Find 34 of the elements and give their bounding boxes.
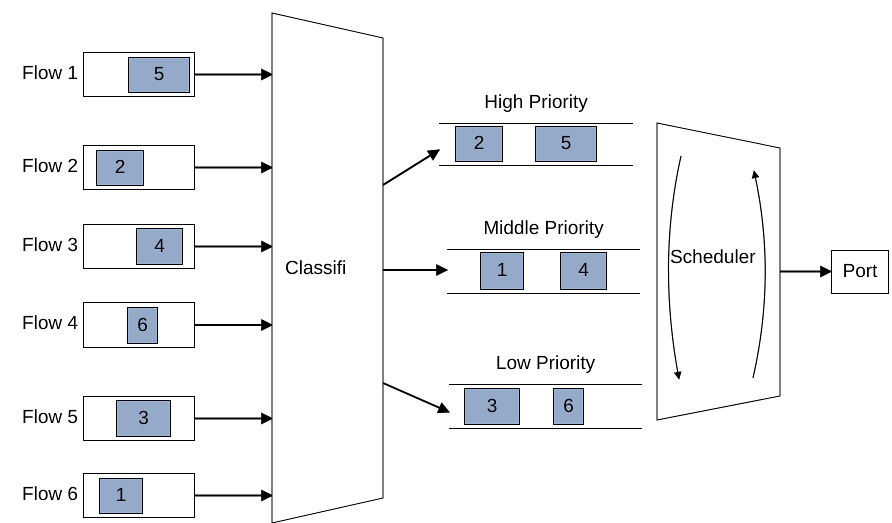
flow-label: Flow 6 — [22, 484, 78, 506]
packet-box: 5 — [535, 126, 597, 162]
packet-box: 1 — [99, 478, 143, 514]
arrow — [383, 264, 448, 276]
flow-label: Flow 4 — [22, 313, 78, 335]
arrow — [382, 382, 450, 414]
arrow — [195, 490, 274, 502]
queue-label: Middle Priority — [483, 218, 604, 240]
packet-box: 6 — [127, 307, 158, 344]
packet-box: 3 — [464, 388, 520, 425]
flow-label: Flow 3 — [22, 235, 78, 257]
packet-box: 3 — [116, 400, 171, 437]
queue-label: Low Priority — [496, 353, 596, 375]
arrow — [195, 412, 274, 424]
arrow — [195, 319, 274, 331]
flow-label: Flow 1 — [22, 63, 78, 85]
port-box: Port — [831, 250, 889, 294]
flow-label: Flow 5 — [22, 407, 78, 429]
arrow — [195, 68, 274, 80]
packet-box: 2 — [455, 126, 503, 162]
scheduler-label: Scheduler — [670, 247, 756, 269]
flow-label: Flow 2 — [22, 156, 78, 178]
packet-box: 2 — [96, 150, 144, 186]
classifier-label: Classifi — [285, 258, 346, 280]
arrow — [382, 149, 440, 186]
packet-box: 6 — [553, 388, 584, 425]
arrow — [195, 240, 274, 252]
packet-box: 5 — [128, 57, 190, 93]
queue-label: High Priority — [484, 92, 588, 114]
packet-box: 4 — [136, 228, 183, 265]
arrow — [195, 162, 274, 174]
arrow — [780, 266, 832, 278]
packet-box: 4 — [560, 252, 607, 290]
packet-box: 1 — [480, 252, 524, 290]
